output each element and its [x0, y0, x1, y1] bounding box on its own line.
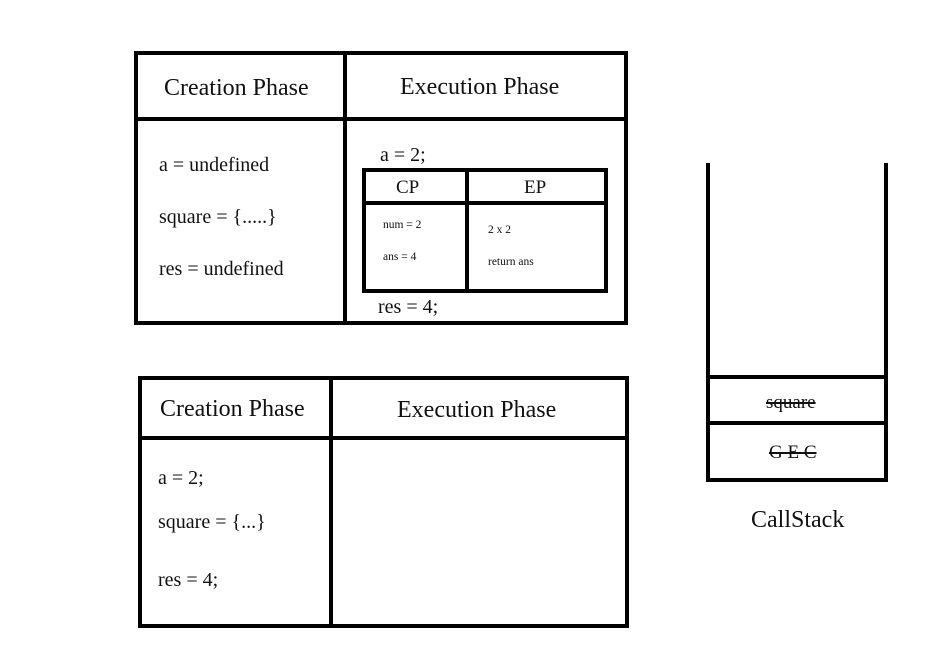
top-creation-line-res: res = undefined: [159, 258, 284, 280]
callstack-label: CallStack: [751, 507, 845, 533]
top-creation-line-a: a = undefined: [159, 154, 270, 176]
callstack-frame-middle-line: [706, 421, 888, 425]
bottom-table-divider-horizontal: [138, 436, 629, 440]
callstack-frame-square: square: [766, 392, 816, 413]
bottom-execution-header: Execution Phase: [397, 397, 557, 423]
top-exec-line-a: a = 2;: [380, 144, 426, 166]
top-creation-header: Creation Phase: [164, 75, 309, 101]
callstack-right-wall: [884, 163, 888, 482]
inner-table-divider-vertical: [465, 168, 469, 293]
top-table-divider-horizontal: [134, 117, 628, 121]
bottom-creation-line-res: res = 4;: [158, 569, 219, 591]
top-table-border: [134, 51, 628, 325]
top-execution-header: Execution Phase: [400, 74, 560, 100]
top-exec-line-res: res = 4;: [378, 296, 439, 318]
inner-cp-line-ans: ans = 4: [383, 251, 417, 263]
inner-table-border: [362, 168, 608, 293]
inner-ep-line-return: return ans: [488, 256, 534, 268]
top-table-divider-vertical: [343, 51, 347, 325]
bottom-table-border: [138, 376, 629, 628]
callstack-bottom-line: [706, 478, 888, 482]
inner-ep-header: EP: [524, 177, 547, 198]
inner-cp-header: CP: [396, 177, 420, 198]
bottom-table-divider-vertical: [329, 376, 333, 628]
bottom-creation-header: Creation Phase: [160, 396, 305, 422]
inner-cp-line-num: num = 2: [383, 219, 422, 231]
bottom-creation-line-a: a = 2;: [158, 467, 204, 489]
callstack-left-wall: [706, 163, 710, 482]
callstack-frame-top-line: [706, 375, 888, 379]
inner-table-divider-horizontal: [362, 201, 608, 205]
top-creation-line-square: square = {.....}: [159, 206, 277, 228]
bottom-creation-line-square: square = {...}: [158, 511, 266, 533]
inner-ep-line-mult: 2 x 2: [488, 224, 511, 236]
callstack-frame-gec: G E C: [769, 442, 817, 463]
